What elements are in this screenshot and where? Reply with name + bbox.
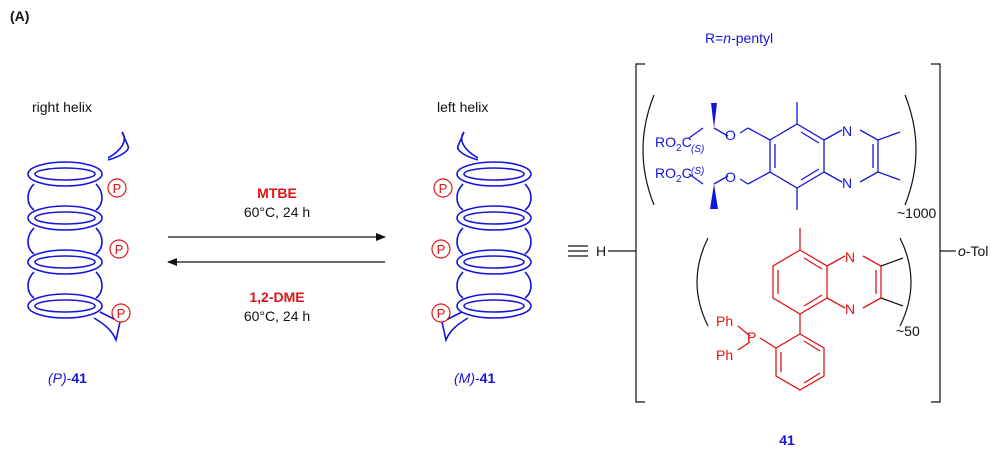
- svg-text:RO2C: RO2C: [655, 165, 692, 185]
- svg-text:Ph: Ph: [716, 313, 733, 329]
- svg-text:N: N: [842, 123, 852, 139]
- right-helix-label: right helix: [32, 99, 92, 115]
- polymer-brackets: [635, 63, 941, 403]
- svg-text:P: P: [437, 242, 446, 257]
- end-group: o-Tol: [958, 243, 988, 259]
- upper-repeat-unit: N N O O (S) (S) RO2C RO2C ~1000: [642, 94, 937, 221]
- svg-text:O: O: [725, 169, 736, 185]
- svg-text:P: P: [115, 242, 124, 257]
- svg-text:P: P: [117, 306, 126, 321]
- lower-repeat-unit: N N P Ph Ph ~50: [696, 228, 920, 391]
- upper-unit-repeat-count: ~1000: [897, 205, 937, 221]
- upper-hashed-methyl: [711, 103, 717, 128]
- svg-text:N: N: [845, 301, 855, 317]
- forward-conditions: 60°C, 24 h: [244, 204, 310, 220]
- left-helix-label: left helix: [437, 99, 488, 115]
- lower-unit-close-paren: [899, 237, 912, 327]
- svg-text:(S): (S): [691, 144, 704, 155]
- left-compound-label: (P)-41: [48, 370, 87, 386]
- lower-unit-repeat-count: ~50: [896, 323, 920, 339]
- svg-text:P: P: [439, 181, 448, 196]
- panel-label: (A): [10, 8, 29, 24]
- svg-text:(S): (S): [691, 166, 704, 177]
- left-helix-icon: [441, 131, 532, 343]
- svg-text:Ph: Ph: [716, 347, 733, 363]
- forward-solvent: MTBE: [257, 185, 297, 201]
- right-compound-label: (M)-41: [454, 370, 495, 386]
- right-helix-p-markers: P P P: [107, 178, 131, 323]
- lower-wedged-methyl: [710, 184, 718, 209]
- r-group-definition: R=n-pentyl: [705, 30, 773, 46]
- upper-unit-open-paren: [642, 94, 655, 206]
- svg-text:N: N: [845, 249, 855, 265]
- reverse-conditions: 60°C, 24 h: [244, 308, 310, 324]
- left-helix-p-markers: P P P: [431, 178, 453, 323]
- svg-text:N: N: [842, 175, 852, 191]
- reverse-solvent: 1,2-DME: [249, 289, 304, 305]
- upper-unit-close-paren: [904, 94, 917, 206]
- svg-text:P: P: [437, 306, 446, 321]
- svg-text:P: P: [747, 329, 756, 345]
- svg-text:P: P: [113, 181, 122, 196]
- polymer-compound-number: 41: [779, 432, 795, 448]
- start-end-group: H: [596, 243, 606, 259]
- equivalent-sign: [568, 245, 588, 257]
- svg-text:RO2C: RO2C: [655, 134, 692, 154]
- right-helix-icon: [27, 131, 130, 343]
- lower-unit-open-paren: [696, 237, 709, 327]
- svg-text:O: O: [725, 127, 736, 143]
